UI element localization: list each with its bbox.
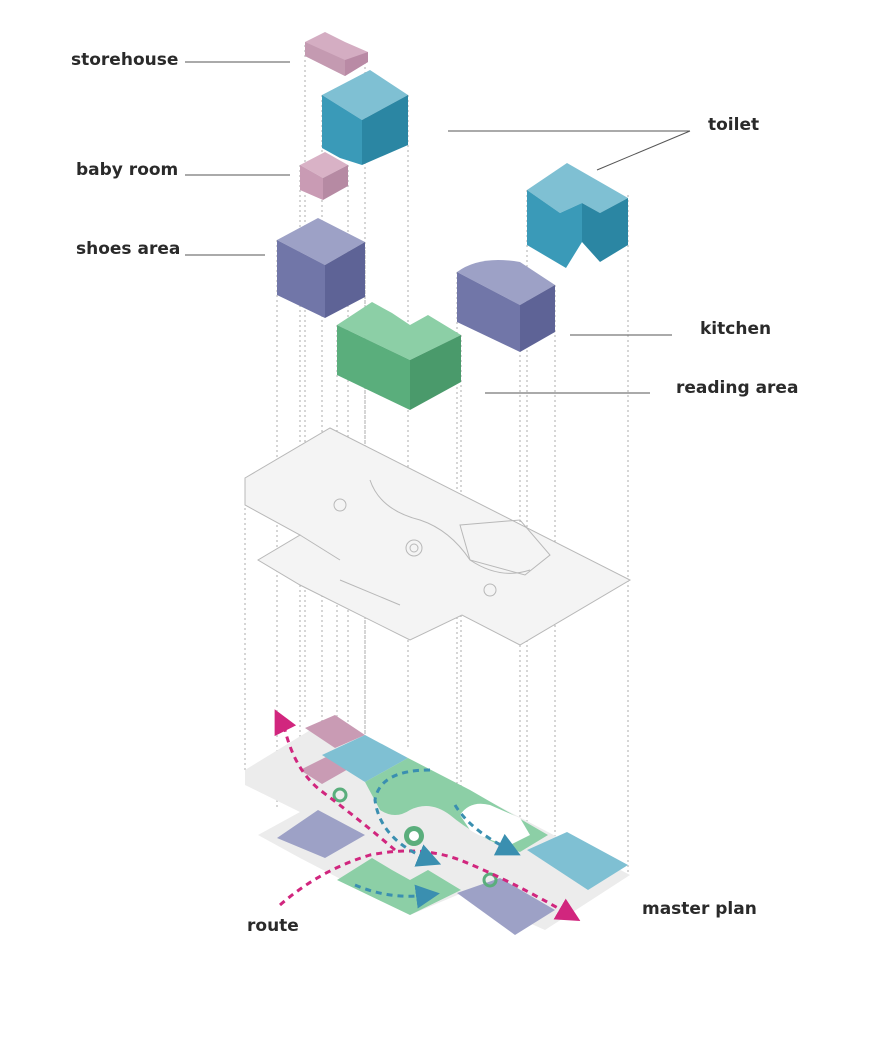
label-kitchen: kitchen — [700, 319, 772, 339]
route-lines — [274, 709, 581, 922]
master-plan — [245, 715, 630, 935]
label-storehouse: storehouse — [71, 50, 179, 70]
toilet-block-right — [527, 163, 628, 268]
inner-route-b — [453, 804, 521, 856]
shoes-area-block — [277, 218, 365, 318]
label-reading-area: reading area — [676, 378, 799, 398]
label-master-plan: master plan — [642, 899, 757, 919]
label-route: route — [247, 916, 299, 936]
storehouse-block — [305, 32, 368, 76]
toilet-block-upper — [322, 70, 408, 165]
kitchen-block — [457, 259, 555, 352]
label-shoes-area: shoes area — [76, 239, 181, 259]
label-baby-room: baby room — [76, 160, 179, 180]
floor-outline-plan — [244, 427, 632, 646]
inner-route-a — [373, 768, 442, 867]
reading-area-block — [337, 302, 461, 410]
baby-room-block — [300, 152, 348, 200]
leader-lines — [185, 61, 691, 394]
inner-route-c — [354, 883, 440, 909]
label-toilet: toilet — [708, 115, 760, 135]
